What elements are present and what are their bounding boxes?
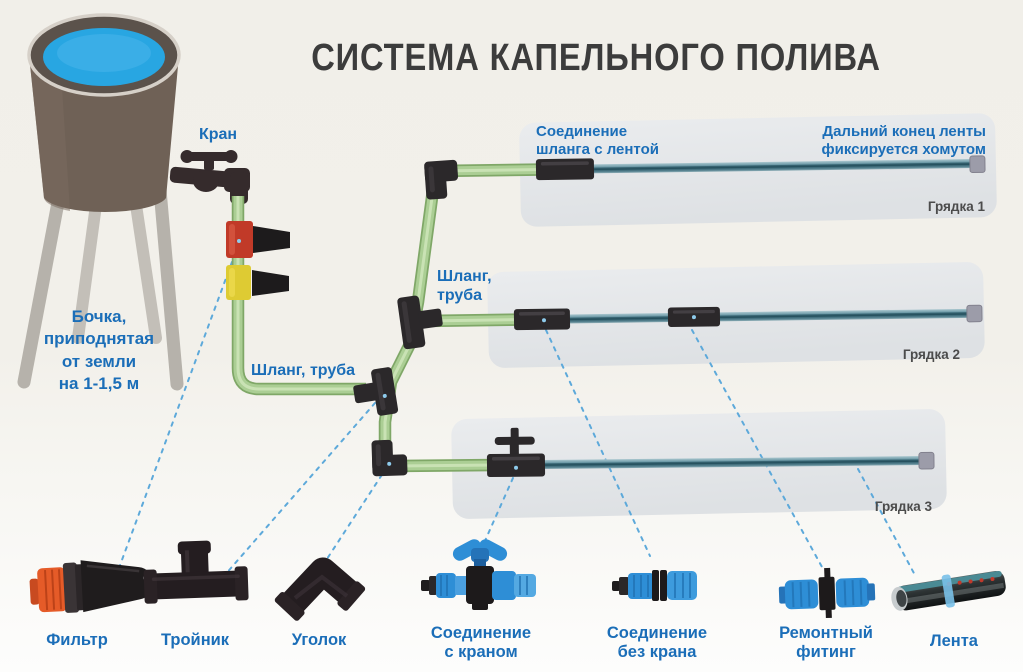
- supply-hose-label: Шланг, труба: [250, 362, 356, 379]
- tape-end-cap-row-3: [918, 451, 935, 470]
- inline-filter-red: [226, 221, 290, 258]
- legend-label-tee: Тройник: [160, 631, 230, 649]
- dashed-link-plain-connector: [545, 329, 651, 557]
- tap-label: Кран: [198, 126, 238, 143]
- legend-label-plain-connector: Соединение без крана: [606, 624, 708, 661]
- page-title: СИСТЕМА КАПЕЛЬНОГО ПОЛИВА: [311, 37, 881, 79]
- repair-connector-row-2: [667, 306, 721, 327]
- tank-legs: [17, 183, 184, 391]
- manifold-elbow-top: [424, 159, 459, 200]
- legend-plain-connector-icon: [612, 570, 697, 601]
- tank-label: Бочка, приподнятая от земли на 1-1,5 м: [43, 307, 155, 393]
- water-surface: [43, 28, 165, 86]
- bed-label-3: Грядка 3: [874, 499, 932, 514]
- dashed-link-filter: [118, 261, 233, 569]
- hose-tape-connector-row-2: [513, 308, 571, 331]
- row1-far-end-label: Дальний конец ленты фиксируется хомутом: [821, 123, 986, 158]
- legend-elbow-icon: [274, 557, 366, 621]
- manifold-tee-supply: [353, 367, 399, 416]
- inline-filter-yellow: [226, 265, 289, 300]
- bed-row-2: [423, 304, 983, 331]
- bed-row-3: [395, 427, 935, 478]
- supply-pipe: [231, 196, 366, 396]
- dashed-link-elbow: [322, 466, 388, 566]
- legend-tap-connector-icon: [421, 539, 536, 610]
- manifold-elbow-bottom: [371, 439, 408, 477]
- legend-filter-icon: [29, 560, 152, 613]
- manifold-tee-row2: [397, 295, 443, 350]
- legend-label-tap-connector: Соединение с краном: [430, 624, 532, 661]
- tape-end-cap-row-2: [966, 304, 983, 323]
- dashed-link-repair-fitting: [691, 329, 823, 568]
- dashed-link-tee: [223, 402, 376, 577]
- row3-green-pipe: [395, 458, 497, 473]
- tap-icon: [169, 150, 250, 204]
- legend-drip-tape-icon: [891, 570, 1006, 611]
- manifold-pipe: [378, 189, 440, 455]
- hose-tape-connector-row-1: [535, 158, 595, 181]
- bed-label-2: Грядка 2: [902, 347, 960, 362]
- water-tank: [27, 13, 181, 212]
- manifold-hose-label: Шланг, труба: [437, 268, 492, 305]
- tap-valve-row-3: [486, 427, 546, 478]
- row1-connector-label: Соединение шланга с лентой: [536, 123, 659, 158]
- legend-label-repair-fitting: Ремонтный фитинг: [779, 624, 873, 661]
- legend-tee-icon: [143, 540, 249, 604]
- dashed-link-tape: [857, 468, 917, 578]
- legend-label-elbow: Уголок: [291, 631, 347, 649]
- legend-label-filter: Фильтр: [46, 631, 108, 649]
- legend-label-tape: Лента: [930, 632, 978, 650]
- bed-row-1: [445, 155, 986, 181]
- tape-end-cap-row-1: [969, 155, 986, 174]
- legend-repair-fitting-icon: [778, 567, 876, 619]
- bed-label-1: Грядка 1: [927, 199, 985, 214]
